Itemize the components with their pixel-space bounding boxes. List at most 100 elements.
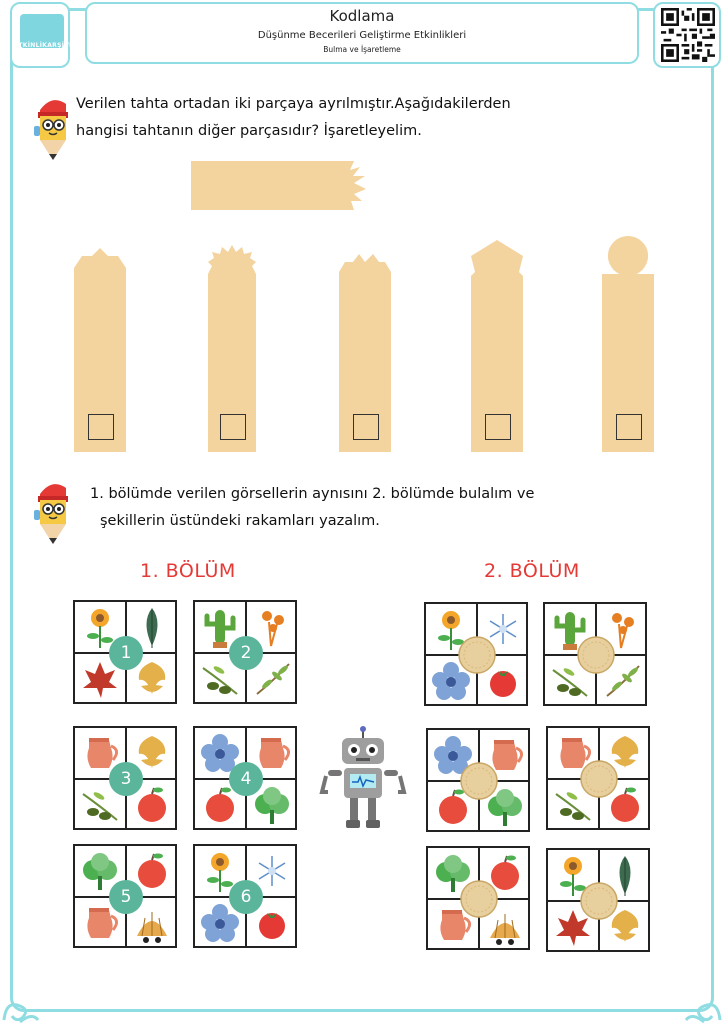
candidate-plank-3 bbox=[339, 254, 391, 452]
lettuce-icon bbox=[247, 780, 297, 830]
apple-icon bbox=[600, 780, 650, 830]
yellow-leaf-icon bbox=[127, 654, 177, 704]
branch-icon bbox=[247, 654, 297, 704]
page-title: Kodlama bbox=[329, 7, 395, 25]
lettuce-icon bbox=[480, 782, 530, 832]
qr-code-icon bbox=[661, 8, 715, 62]
corner-ornament-left-icon bbox=[2, 1003, 40, 1024]
card-number-badge: 1 bbox=[109, 636, 143, 670]
branch-icon bbox=[597, 656, 647, 706]
leaf-icon bbox=[127, 602, 177, 652]
olive-icon bbox=[75, 780, 125, 830]
card-number-badge: 5 bbox=[109, 880, 143, 914]
apple-icon bbox=[428, 782, 478, 832]
puzzle-card-s2-5 bbox=[426, 846, 530, 950]
logo-text: ETKİNLİKARŞİVİ bbox=[14, 42, 72, 49]
puzzle-card-s1-6: 6 bbox=[193, 844, 297, 948]
answer-checkbox-4[interactable] bbox=[485, 414, 511, 440]
blue-flower-icon bbox=[195, 728, 245, 778]
yellow-leaf-icon bbox=[600, 728, 650, 778]
snowflake-icon bbox=[247, 846, 297, 896]
jug-icon bbox=[75, 898, 125, 948]
jug-icon bbox=[247, 728, 297, 778]
section1-title: 1. BÖLÜM bbox=[140, 560, 236, 582]
puzzle-card-s1-2: 2 bbox=[193, 600, 297, 704]
card-number-badge: 4 bbox=[229, 762, 263, 796]
puzzle-card-s1-1: 1 bbox=[73, 600, 177, 704]
task2-instruction: 1. bölümde verilen görsellerin aynısını … bbox=[90, 481, 534, 535]
qr-code bbox=[653, 2, 721, 68]
card-number-badge: 6 bbox=[229, 880, 263, 914]
puzzle-card-s1-5: 5 bbox=[73, 844, 177, 948]
puzzle-card-s2-4 bbox=[546, 726, 650, 830]
lettuce-icon bbox=[75, 846, 125, 896]
robot-icon bbox=[319, 726, 407, 828]
logo-graphic bbox=[20, 14, 64, 48]
olive-icon bbox=[195, 654, 245, 704]
sunflower-icon bbox=[426, 604, 476, 654]
candidate-plank-1 bbox=[74, 248, 126, 452]
task2-line2: şekillerin üstündeki rakamları yazalım. bbox=[100, 513, 380, 529]
answer-circle[interactable] bbox=[458, 636, 496, 674]
page-subtitle: Düşünme Becerileri Geliştirme Etkinlikle… bbox=[257, 30, 467, 41]
answer-checkbox-1[interactable] bbox=[88, 414, 114, 440]
apple-icon bbox=[127, 846, 177, 896]
apple-icon bbox=[480, 848, 530, 898]
lettuce-icon bbox=[428, 848, 478, 898]
candidate-plank-5 bbox=[602, 236, 654, 452]
task1-instruction: Verilen tahta ortadan iki parçaya ayrılm… bbox=[76, 91, 511, 145]
orange-flower-icon bbox=[597, 604, 647, 654]
blue-flower-icon bbox=[195, 898, 245, 948]
candidate-plank-2 bbox=[208, 245, 256, 452]
yellow-leaf-icon bbox=[127, 728, 177, 778]
apple-icon bbox=[127, 780, 177, 830]
answer-circle[interactable] bbox=[577, 636, 615, 674]
sunflower-icon bbox=[548, 850, 598, 900]
given-plank-piece bbox=[191, 161, 366, 210]
sunflower-icon bbox=[75, 602, 125, 652]
answer-checkbox-3[interactable] bbox=[353, 414, 379, 440]
answer-checkbox-5[interactable] bbox=[616, 414, 642, 440]
pencil-mascot-icon bbox=[34, 100, 68, 160]
jug-icon bbox=[428, 900, 478, 950]
puzzle-card-s2-1 bbox=[424, 602, 528, 706]
yellow-leaf-icon bbox=[600, 902, 650, 952]
corner-ornament-right-icon bbox=[684, 1003, 722, 1024]
puzzle-card-s2-6 bbox=[546, 848, 650, 952]
puzzle-card-s1-4: 4 bbox=[193, 726, 297, 830]
puzzle-card-s2-3 bbox=[426, 728, 530, 832]
card-number-badge: 2 bbox=[229, 636, 263, 670]
candidate-plank-4 bbox=[471, 240, 523, 452]
section2-title: 2. BÖLÜM bbox=[484, 560, 580, 582]
tomato-icon bbox=[478, 656, 528, 706]
answer-checkbox-2[interactable] bbox=[220, 414, 246, 440]
snowflake-icon bbox=[478, 604, 528, 654]
jug-icon bbox=[480, 730, 530, 780]
blue-flower-icon bbox=[426, 656, 476, 706]
puzzle-card-s1-3: 3 bbox=[73, 726, 177, 830]
sunflower-icon bbox=[195, 846, 245, 896]
task2-line1: 1. bölümde verilen görsellerin aynısını … bbox=[90, 486, 535, 502]
shell-icon bbox=[127, 898, 177, 948]
apple-icon bbox=[195, 780, 245, 830]
answer-circle[interactable] bbox=[580, 760, 618, 798]
answer-circle[interactable] bbox=[460, 762, 498, 800]
answer-circle[interactable] bbox=[580, 882, 618, 920]
olive-icon bbox=[545, 656, 595, 706]
title-box: Kodlama Düşünme Becerileri Geliştirme Et… bbox=[85, 2, 639, 64]
logo: ETKİNLİKARŞİVİ bbox=[10, 2, 72, 68]
red-leaf-icon bbox=[548, 902, 598, 952]
olive-icon bbox=[548, 780, 598, 830]
red-leaf-icon bbox=[75, 654, 125, 704]
pencil-mascot-2-icon bbox=[34, 484, 68, 544]
leaf-icon bbox=[600, 850, 650, 900]
cactus-icon bbox=[545, 604, 595, 654]
task1-line1: Verilen tahta ortadan iki parçaya ayrılm… bbox=[76, 96, 511, 112]
card-number-badge: 3 bbox=[109, 762, 143, 796]
cactus-icon bbox=[195, 602, 245, 652]
jug-icon bbox=[548, 728, 598, 778]
orange-flower-icon bbox=[247, 602, 297, 652]
answer-circle[interactable] bbox=[460, 880, 498, 918]
jug-icon bbox=[75, 728, 125, 778]
task1-line2: hangisi tahtanın diğer parçasıdır? İşare… bbox=[76, 123, 422, 139]
